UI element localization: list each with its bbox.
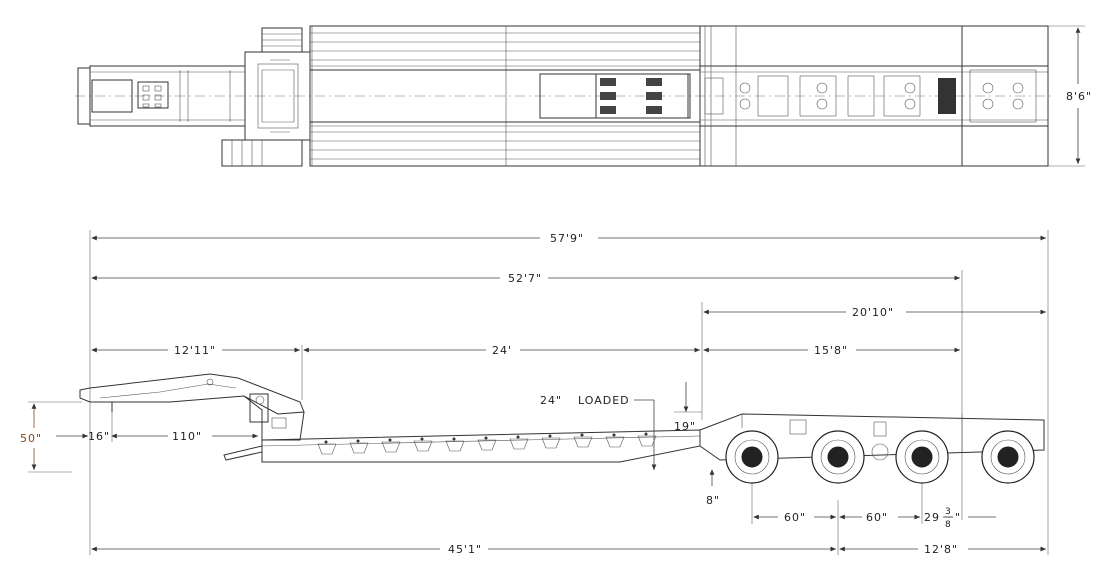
dim-rear-height: 19" xyxy=(674,420,696,433)
rear-wheels xyxy=(725,430,1035,484)
dim-gooseneck: 12'11" xyxy=(174,344,216,357)
dim-plan-width: 8'6" xyxy=(1066,90,1092,103)
dim-deck: 24' xyxy=(492,344,512,357)
dim-axle-spacing-1: 60" xyxy=(784,511,806,524)
dim-axle-spacing-3-whole: 29 xyxy=(924,511,940,524)
dim-loaded-label: LOADED xyxy=(578,394,630,407)
side-view-dimension-lines xyxy=(28,230,1049,555)
side-view xyxy=(79,373,1045,484)
dim-axle-spacing-2: 60" xyxy=(866,511,888,524)
dim-axle-spacing-3-num: 3 xyxy=(945,507,952,517)
dim-ground-clearance: 8" xyxy=(706,494,720,507)
dim-gooseneck-height: 50" xyxy=(20,432,42,445)
dim-rear-overhang: 12'8" xyxy=(924,543,958,556)
dim-axle-spacing-3-den: 8 xyxy=(945,520,952,530)
dim-kingpin-offset: 16" xyxy=(88,430,110,443)
dim-length-52: 52'7" xyxy=(508,272,542,285)
dim-overall-length: 57'9" xyxy=(550,232,584,245)
dim-front-length: 45'1" xyxy=(448,543,482,556)
dim-rear-deck: 15'8" xyxy=(814,344,848,357)
dim-axle-spacing-3-unit: " xyxy=(955,511,961,524)
dim-rear-section: 20'10" xyxy=(852,306,894,319)
dim-loaded-height: 24" xyxy=(540,394,562,407)
dim-axle-spacing-3: 29 3 8 " xyxy=(924,507,961,530)
dim-kingpin-to-tip: 110" xyxy=(172,430,202,443)
plan-view xyxy=(75,25,1085,167)
